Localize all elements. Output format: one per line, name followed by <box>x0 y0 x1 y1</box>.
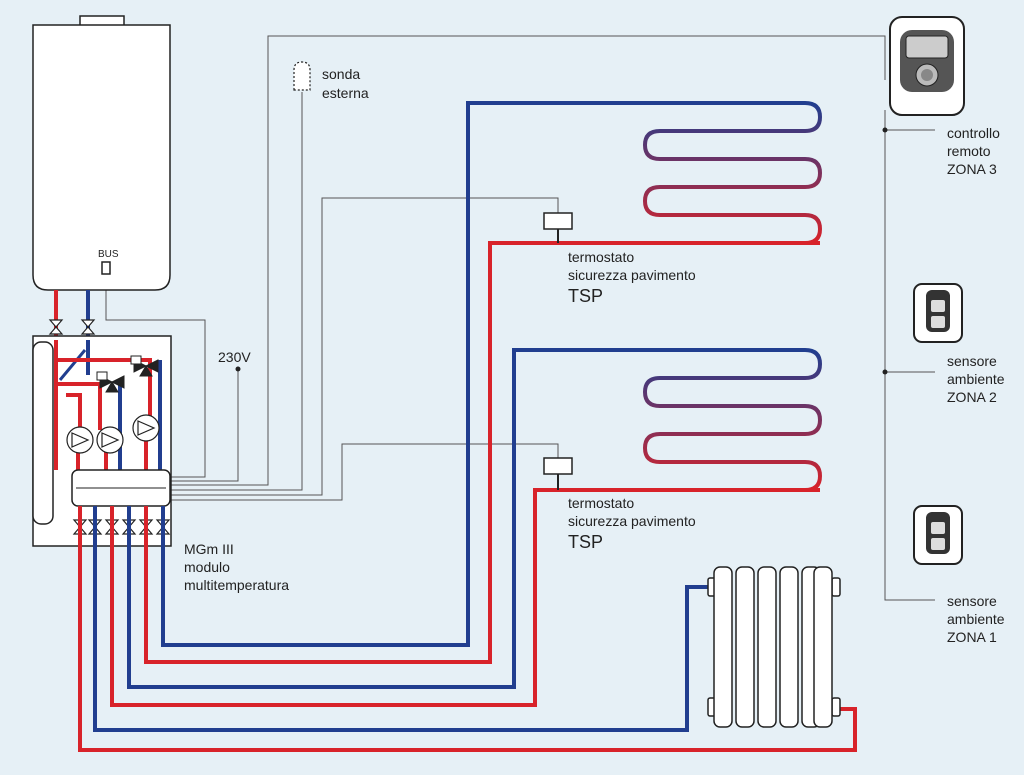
zone3-supply-pipe <box>144 241 820 664</box>
boiler: BUS <box>32 15 171 291</box>
floor-coil-zone3 <box>642 101 823 245</box>
tsp1-label-2: sicurezza pavimento <box>568 267 696 283</box>
bus-label: BUS <box>98 249 119 260</box>
mgm-module <box>32 335 172 547</box>
tsp1-label-1: termostato <box>568 249 634 265</box>
tsp2-label-1: termostato <box>568 495 634 511</box>
remote-controller-zone3 <box>889 16 965 116</box>
radiator <box>707 566 841 728</box>
control-wiring <box>105 35 935 601</box>
zone1-supply-pipe <box>78 506 857 752</box>
hydraulic-separator <box>32 341 54 525</box>
zone2-label-2: ambiente <box>947 371 1005 387</box>
zone1-label-3: ZONA 1 <box>947 629 997 645</box>
module-label-2: modulo <box>184 559 230 575</box>
module-label-3: multitemperatura <box>184 577 289 593</box>
room-sensor-zone1 <box>913 505 963 565</box>
tsp1-code: TSP <box>568 286 603 306</box>
external-probe <box>293 61 311 91</box>
power-label: 230V <box>218 349 251 365</box>
zone1-label-1: sensore <box>947 593 997 609</box>
zone3-label-2: remoto <box>947 143 991 159</box>
tsp2-code: TSP <box>568 532 603 552</box>
zone3-label-3: ZONA 3 <box>947 161 997 177</box>
floor-coil-zone2 <box>642 348 823 492</box>
tsp2-label-2: sicurezza pavimento <box>568 513 696 529</box>
boiler-valves <box>48 319 96 335</box>
zone2-return-pipe <box>127 348 805 689</box>
sonda-label-2: esterna <box>322 85 369 101</box>
tsp-zone3-device <box>543 212 573 230</box>
zone2-label-1: sensore <box>947 353 997 369</box>
zone2-supply-pipe <box>110 488 820 707</box>
tsp-zone2-device <box>543 457 573 475</box>
sonda-label-1: sonda <box>322 66 360 82</box>
bus-connector <box>101 261 111 275</box>
zone3-label-1: controllo <box>947 125 1000 141</box>
zone1-return-pipe <box>93 506 712 732</box>
zone1-label-2: ambiente <box>947 611 1005 627</box>
circulator-pumps <box>66 414 160 454</box>
zone3-return-pipe <box>161 101 805 647</box>
mixing-valves <box>96 355 159 393</box>
zone2-label-3: ZONA 2 <box>947 389 997 405</box>
room-sensor-zone2 <box>913 283 963 343</box>
module-label-1: MGm III <box>184 541 234 557</box>
